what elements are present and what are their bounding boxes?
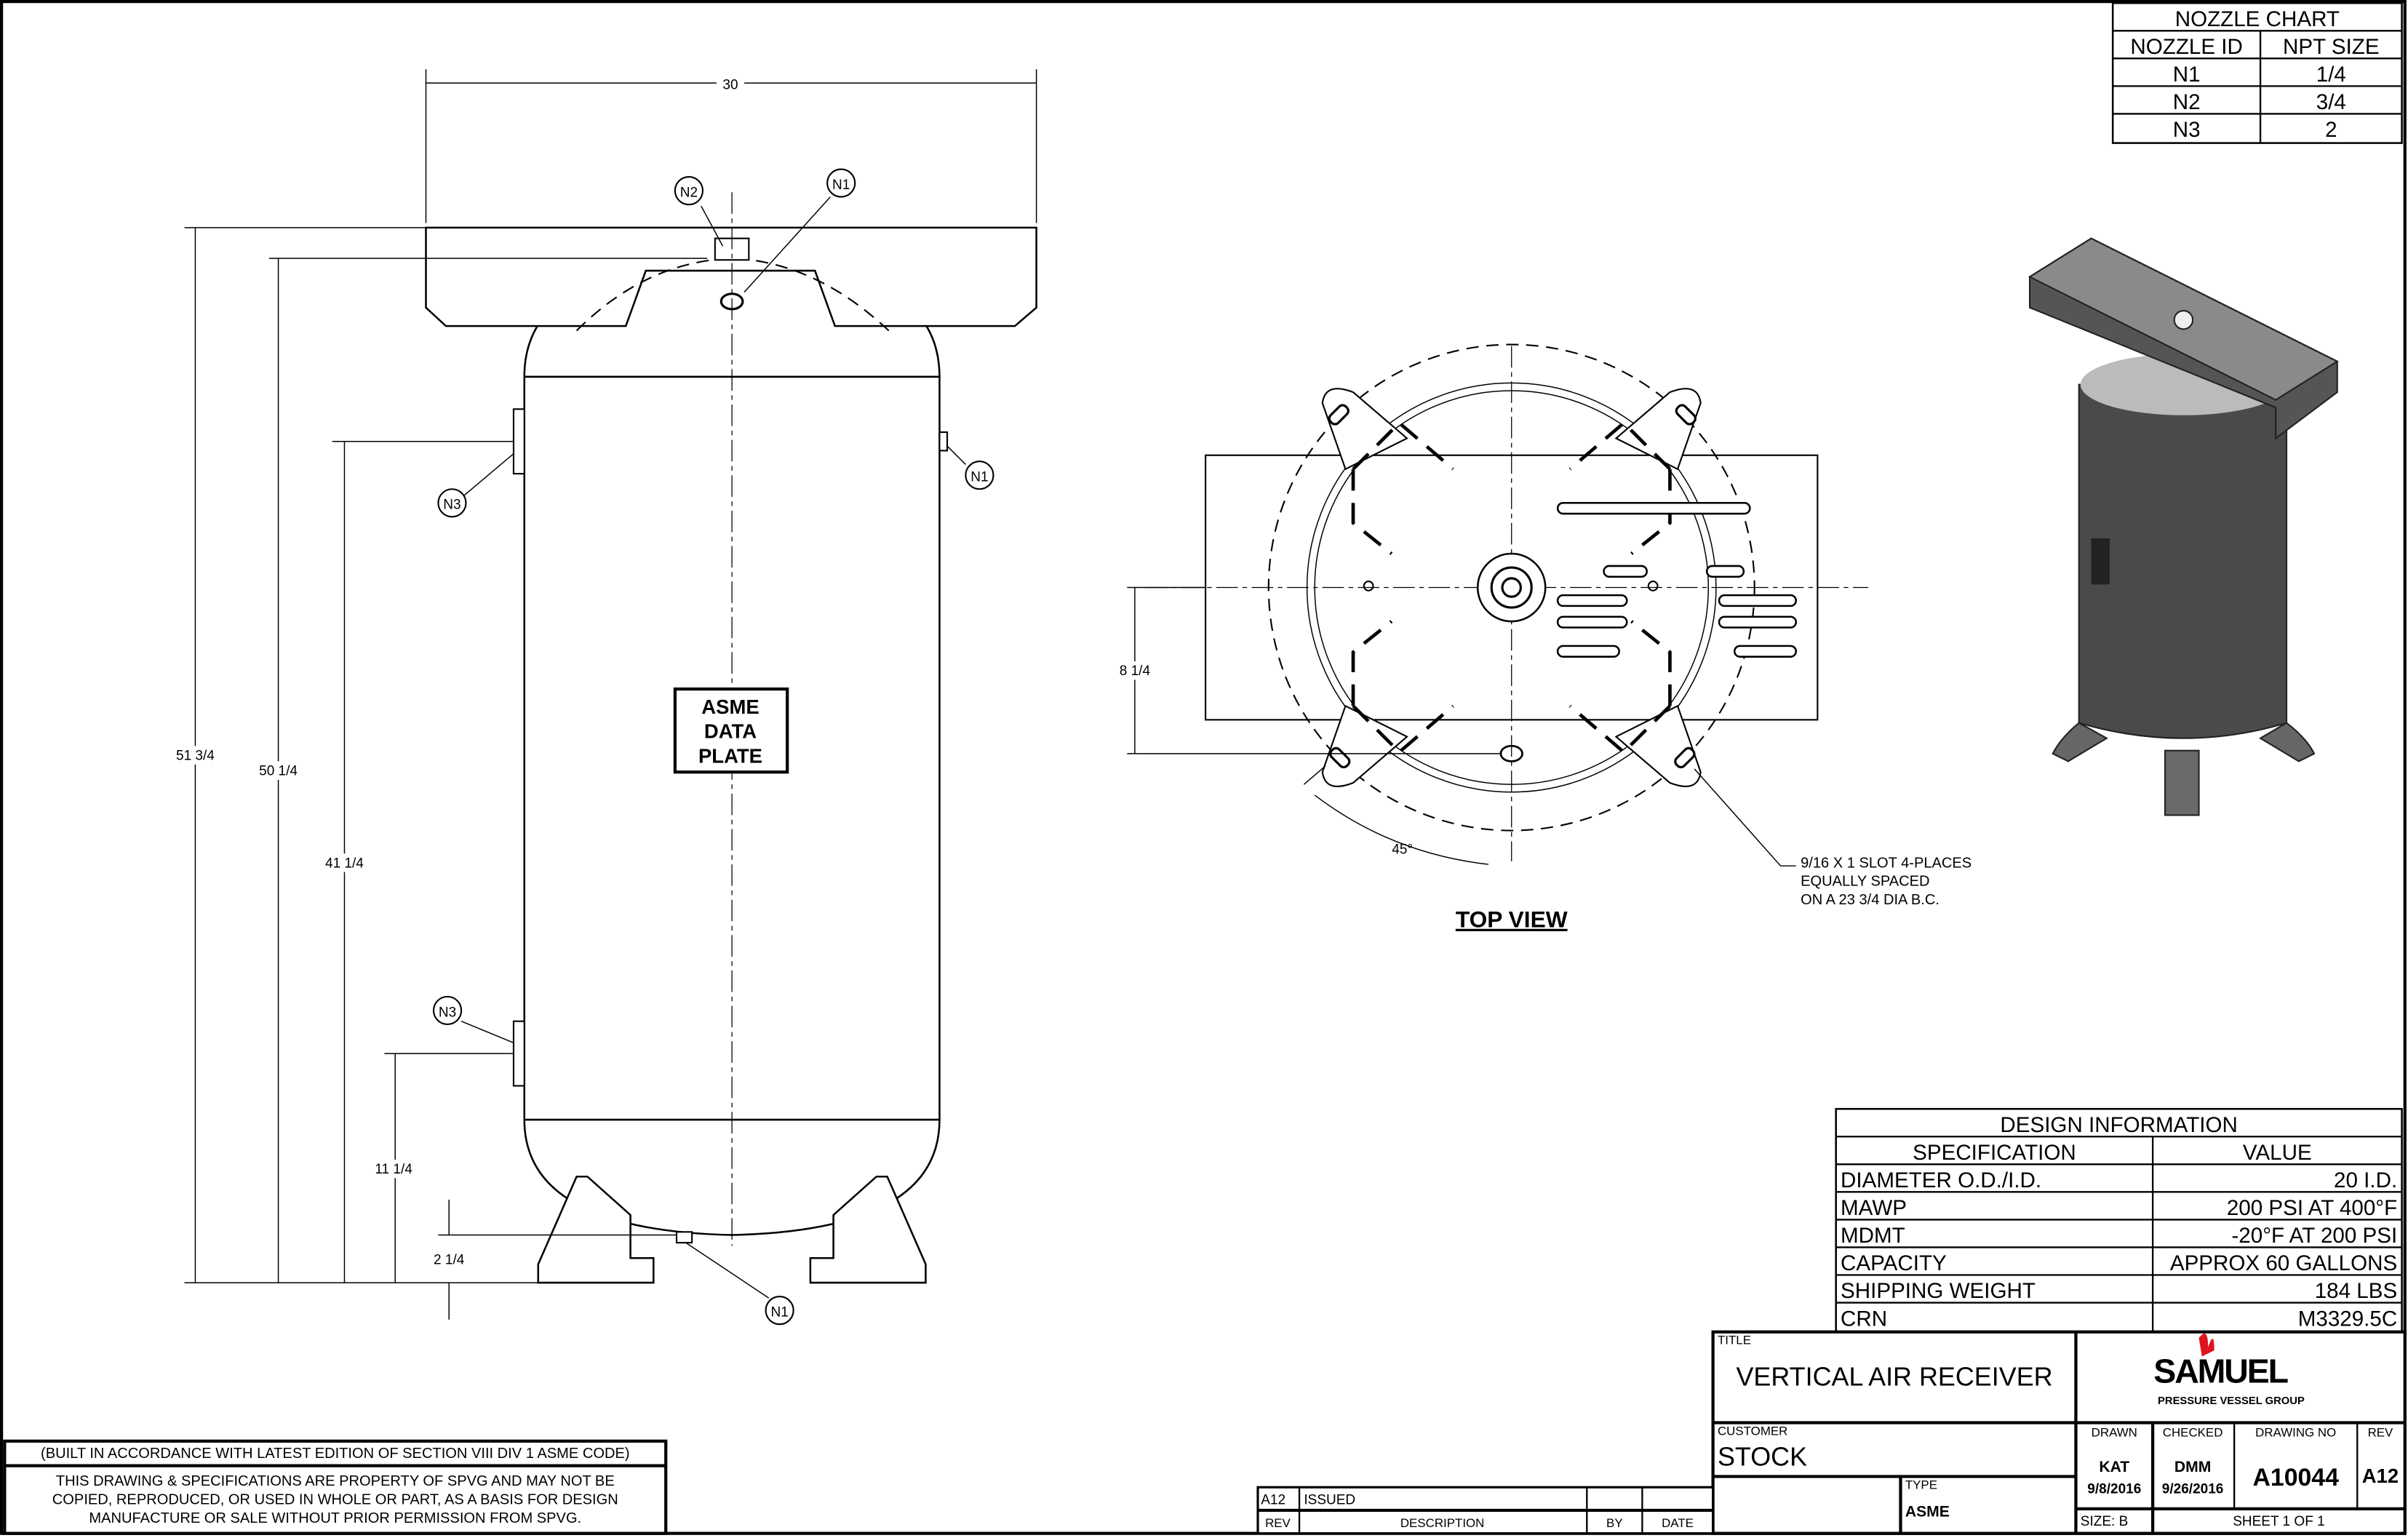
logo-tagline: PRESSURE VESSEL GROUP — [2158, 1395, 2305, 1407]
isometric-view — [2028, 237, 2339, 816]
spec-value: APPROX 60 GALLONS — [2170, 1251, 2397, 1275]
drawing-no-label: DRAWING NO — [2255, 1425, 2336, 1439]
nozzle-chart-title: NOZZLE CHART — [2175, 7, 2340, 31]
spec-name: MDMT — [1841, 1224, 1905, 1248]
spec-name: MAWP — [1841, 1196, 1907, 1220]
top-view-label: TOP VIEW — [1456, 907, 1568, 933]
dim-top-view-height: 8 1/4 — [1120, 664, 1151, 679]
drawn-label: DRAWN — [2092, 1425, 2137, 1439]
svg-text:N1: N1 — [770, 1305, 788, 1320]
svg-text:N3: N3 — [439, 1005, 456, 1020]
nozzle-size: 1/4 — [2316, 63, 2346, 87]
property-note-line: COPIED, REPRODUCED, OR USED IN WHOLE OR … — [52, 1491, 618, 1507]
revision-header: REV — [1265, 1516, 1291, 1530]
top-view: 8 1/4 45° 9/16 X 1 SLOT 4-PLACES EQUALLY… — [1110, 343, 1972, 933]
dim-upper-nozzle: 41 1/4 — [325, 856, 364, 871]
callout-n1-bottom: N1 — [765, 1296, 794, 1326]
drawn-date: 9/8/2016 — [2087, 1482, 2141, 1497]
spec-value: 200 PSI AT 400°F — [2227, 1196, 2397, 1220]
checked-date: 9/26/2016 — [2162, 1482, 2224, 1497]
drawn-by: KAT — [2099, 1459, 2129, 1475]
property-note-line: THIS DRAWING & SPECIFICATIONS ARE PROPER… — [56, 1473, 615, 1489]
dim-bracket-height: 50 1/4 — [259, 763, 298, 778]
nozzle-id: N2 — [2173, 90, 2201, 114]
type-label: TYPE — [1905, 1478, 1937, 1491]
nozzle-header: NPT SIZE — [2283, 35, 2380, 59]
angle-label: 45° — [1392, 842, 1413, 857]
spec-name: DIAMETER O.D./I.D. — [1841, 1168, 2041, 1192]
nozzle-header: NOZZLE ID — [2130, 35, 2242, 59]
callout-n3-lower: N3 — [432, 995, 463, 1025]
asme-code-note: (BUILT IN ACCORDANCE WITH LATEST EDITION… — [41, 1446, 629, 1462]
type-value: ASME — [1905, 1503, 1950, 1520]
nozzle-id: N1 — [2173, 63, 2201, 87]
mounting-bracket — [425, 226, 1037, 327]
sheet-number: SHEET 1 OF 1 — [2233, 1514, 2324, 1529]
data-plate-line: DATA — [704, 720, 757, 743]
callout-n3-upper: N3 — [437, 488, 467, 518]
slot-note-line: EQUALLY SPACED — [1801, 874, 1929, 890]
spec-value: -20°F AT 200 PSI — [2231, 1224, 2397, 1248]
customer-value: STOCK — [1718, 1442, 1807, 1472]
nozzle-size: 2 — [2325, 118, 2337, 142]
svg-text:N2: N2 — [680, 186, 698, 201]
revision-header: DESCRIPTION — [1400, 1516, 1485, 1530]
design-info-table: DESIGN INFORMATION SPECIFICATION VALUE D… — [1835, 1107, 2403, 1333]
data-plate — [673, 687, 789, 774]
slot-note-line: ON A 23 3/4 DIA B.C. — [1801, 892, 1939, 908]
nozzle-chart: NOZZLE CHART NOZZLE ID NPT SIZE N1 1/4 N… — [2111, 1, 2403, 144]
dim-lower-nozzle: 11 1/4 — [375, 1162, 412, 1177]
dim-width: 30 — [722, 78, 738, 93]
checked-by: DMM — [2174, 1459, 2211, 1475]
revision-header: DATE — [1662, 1516, 1694, 1530]
design-info-title: DESIGN INFORMATION — [2000, 1113, 2237, 1137]
rev-value: A12 — [2362, 1465, 2399, 1487]
drawing-number: A10044 — [2252, 1464, 2339, 1491]
svg-text:N1: N1 — [970, 470, 988, 485]
svg-text:N3: N3 — [443, 498, 461, 513]
spec-name: SHIPPING WEIGHT — [1841, 1279, 2036, 1303]
svg-text:N1: N1 — [832, 178, 850, 193]
spec-value: 184 LBS — [2315, 1279, 2397, 1303]
design-header: SPECIFICATION — [1913, 1141, 2076, 1165]
front-view: 30 ASME DATA PLATE 51 3/4 50 1/4 — [166, 69, 1037, 1326]
title-block: TITLE VERTICAL AIR RECEIVER CUSTOMER STO… — [1711, 1330, 2407, 1535]
checked-label: CHECKED — [2163, 1425, 2223, 1439]
nozzle-id: N3 — [2173, 118, 2201, 142]
spec-name: CRN — [1841, 1307, 1887, 1331]
revision-description: ISSUED — [1304, 1492, 1355, 1507]
spec-value: 20 I.D. — [2334, 1168, 2397, 1192]
spec-name: CAPACITY — [1841, 1251, 1947, 1275]
data-plate-line: PLATE — [698, 745, 762, 768]
callout-n2-top: N2 — [674, 176, 704, 206]
revision-rev: A12 — [1261, 1492, 1285, 1507]
dim-overall-height: 51 3/4 — [176, 748, 215, 763]
title-label: TITLE — [1718, 1334, 1751, 1347]
drawing-title: VERTICAL AIR RECEIVER — [1736, 1362, 2052, 1392]
revision-header: BY — [1606, 1516, 1623, 1530]
callout-n1-top: N1 — [826, 168, 856, 198]
dim-bottom-nozzle: 2 1/4 — [434, 1253, 465, 1268]
revision-table: A12 ISSUED REV DESCRIPTION BY DATE — [1256, 1486, 1715, 1535]
customer-label: CUSTOMER — [1718, 1424, 1787, 1438]
nozzle-size: 3/4 — [2316, 90, 2346, 114]
slot-note-line: 9/16 X 1 SLOT 4-PLACES — [1801, 855, 1972, 871]
design-header: VALUE — [2243, 1141, 2312, 1165]
samuel-logo: SAMUEL — [2153, 1334, 2289, 1390]
data-plate-line: ASME — [701, 696, 759, 718]
notes-block: (BUILT IN ACCORDANCE WITH LATEST EDITION… — [3, 1439, 668, 1535]
rev-label: REV — [2368, 1425, 2393, 1439]
svg-text:SAMUEL: SAMUEL — [2153, 1352, 2287, 1390]
property-note-line: MANUFACTURE OR SALE WITHOUT PRIOR PERMIS… — [89, 1510, 581, 1526]
sheet-size: SIZE: B — [2081, 1514, 2129, 1529]
spec-value: M3329.5C — [2298, 1307, 2397, 1331]
callout-n1-side: N1 — [965, 461, 994, 490]
